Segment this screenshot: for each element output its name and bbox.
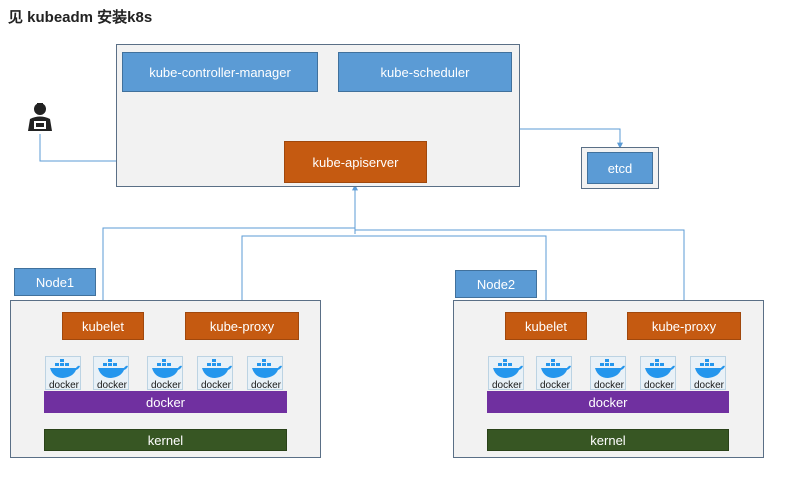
kube-scheduler-box: kube-scheduler [338, 52, 512, 92]
svg-text:docker: docker [201, 380, 232, 391]
docker-container-icon: docker [197, 356, 233, 391]
svg-text:docker: docker [644, 380, 675, 391]
node1-label-box: Node1 [14, 268, 96, 296]
node2-kernel-bar: kernel [487, 429, 729, 451]
line-trunk-node1-kubelet [100, 227, 355, 311]
svg-text:docker: docker [540, 380, 571, 391]
kube-apiserver-box: kube-apiserver [284, 141, 427, 183]
line-trunk-node1-proxy [239, 235, 355, 311]
node2-label: Node2 [476, 276, 516, 292]
docker-container-icon: docker [147, 356, 183, 391]
kube-controller-manager-box: kube-controller-manager [122, 52, 318, 92]
svg-text:docker: docker [594, 380, 625, 391]
node2-kernel-label: kernel [590, 432, 626, 448]
kube-scheduler-label: kube-scheduler [380, 64, 470, 80]
user-icon [23, 100, 57, 134]
node1-label: Node1 [35, 274, 75, 290]
node1-kernel-label: kernel [147, 432, 184, 448]
line-trunk-node2-proxy [355, 229, 687, 311]
node1-kubelet-box: kubelet [62, 312, 144, 340]
docker-container-icon: docker [247, 356, 283, 391]
node2-docker-bar: docker [487, 391, 729, 413]
page-title: 见 kubeadm 安装k8s [8, 9, 153, 26]
node2-kubelet-box: kubelet [505, 312, 587, 340]
node2-label-box: Node2 [455, 270, 537, 298]
docker-container-icon: docker [45, 356, 81, 391]
svg-text:docker: docker [251, 380, 282, 391]
docker-container-icon: docker [536, 356, 572, 391]
docker-container-icon: docker [640, 356, 676, 391]
node2-kube-proxy-label: kube-proxy [651, 318, 717, 334]
node1-kubelet-label: kubelet [82, 318, 124, 334]
kube-apiserver-label: kube-apiserver [312, 154, 399, 170]
node1-docker-label: docker [145, 394, 186, 410]
kube-controller-manager-label: kube-controller-manager [149, 64, 291, 80]
node1-docker-bar: docker [44, 391, 287, 413]
line-trunk-node2-kubelet [355, 235, 549, 311]
svg-text:docker: docker [694, 380, 725, 391]
node2-kubelet-label: kubelet [525, 318, 567, 334]
node1-kube-proxy-box: kube-proxy [185, 312, 299, 340]
svg-text:docker: docker [49, 380, 80, 391]
node1-kernel-bar: kernel [44, 429, 287, 451]
node1-kube-proxy-label: kube-proxy [209, 318, 275, 334]
docker-container-icon: docker [690, 356, 726, 391]
svg-text:docker: docker [492, 380, 523, 391]
docker-container-icon: docker [590, 356, 626, 391]
node2-kube-proxy-box: kube-proxy [627, 312, 741, 340]
docker-container-icon: docker [93, 356, 129, 391]
svg-text:docker: docker [97, 380, 128, 391]
etcd-box: etcd [587, 152, 653, 184]
docker-container-icon: docker [488, 356, 524, 391]
svg-text:docker: docker [151, 380, 182, 391]
node2-docker-label: docker [588, 394, 628, 410]
etcd-label: etcd [607, 160, 633, 176]
